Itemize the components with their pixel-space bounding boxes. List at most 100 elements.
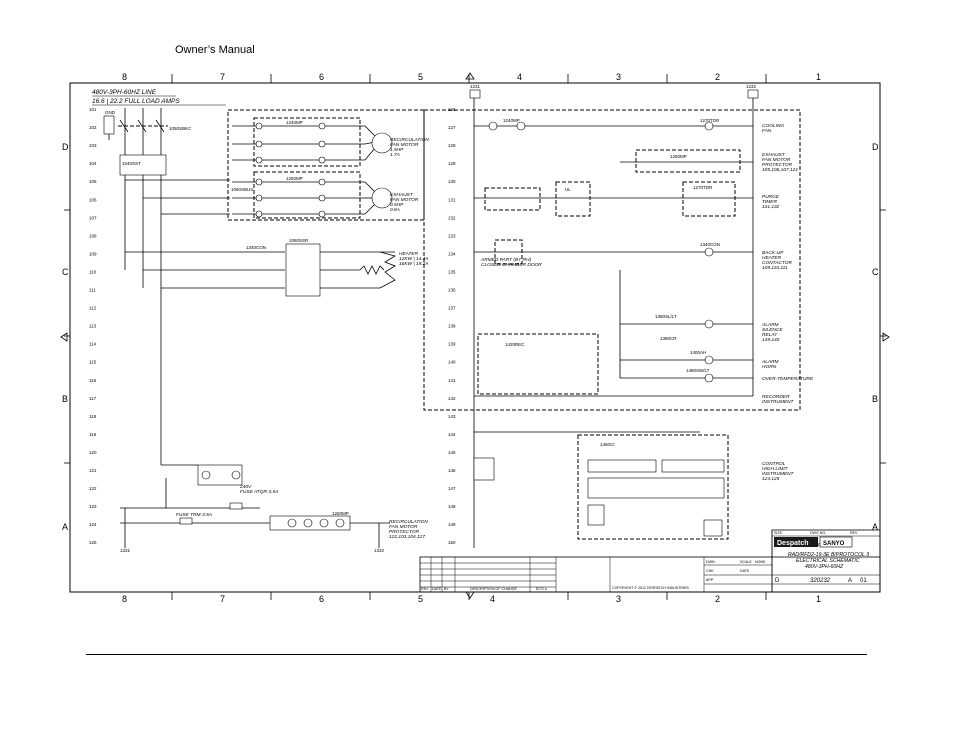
tb-field-chk: CHK xyxy=(706,569,714,573)
page-header-title: Owner’s Manual xyxy=(175,44,255,56)
rung-124: 124 xyxy=(89,522,97,527)
rung-128: 128 xyxy=(448,143,456,148)
recorder-l1: RECORDER xyxy=(762,394,790,400)
tag-h4: 1232 xyxy=(746,84,757,89)
tag-ps1-r: 1240MP xyxy=(503,118,520,123)
rung-145: 145 xyxy=(448,450,456,455)
rung-129: 129 xyxy=(448,161,456,166)
grid-col-7: 7 xyxy=(220,72,225,82)
recirc-motor-l2: FAN MOTOR xyxy=(390,142,419,148)
grid-col-8: 8 xyxy=(122,72,127,82)
rung-147: 147 xyxy=(448,486,456,491)
tb-brand: Despatch xyxy=(777,540,809,547)
tb-col-by: BY xyxy=(444,587,449,591)
tb-title-l3: 480V-3PH-60HZ xyxy=(805,564,844,570)
rung-141: 141 xyxy=(448,378,456,383)
grid-row-a: A xyxy=(62,522,68,532)
over-temp: OVER-TEMPERATURE xyxy=(762,376,814,382)
tag-t2-r: 1340CON xyxy=(700,242,720,247)
tag-t6: 1400AH xyxy=(690,350,706,355)
purge-timer-group xyxy=(682,181,736,217)
alarm-sil-l4: 139,140 xyxy=(762,337,780,343)
rung-107: 107 xyxy=(89,215,97,220)
rung-134: 134 xyxy=(448,251,456,256)
ctrl-l1: CONTROL xyxy=(762,461,786,467)
exhaust-motor-symbol xyxy=(371,187,393,209)
grid-row-c-r: C xyxy=(872,267,879,277)
rung-144: 144 xyxy=(448,432,456,437)
grid-col-2: 2 xyxy=(715,72,720,82)
tag-t4: 1380SL/LT xyxy=(655,314,677,319)
rung-113: 113 xyxy=(89,324,97,329)
grid-row-b: B xyxy=(62,394,68,404)
gnd-label: GND xyxy=(105,110,116,115)
motor-enclosure xyxy=(227,109,425,221)
exh-prot-l1: EXHAUST xyxy=(762,152,786,158)
exhaust-motor-l3: 0.5HP xyxy=(390,202,404,208)
tb-field-dwgno: DWG NO. xyxy=(810,531,826,535)
tag-t1-b: 1270TDR xyxy=(693,185,713,190)
rung-117: 117 xyxy=(89,396,97,401)
tag-t5: 1390CR xyxy=(660,336,677,341)
rung-143: 143 xyxy=(448,414,456,419)
tb-field-scale: SCALE xyxy=(740,560,752,564)
rung-111: 111 xyxy=(89,288,96,293)
backup-l2: HEATER xyxy=(762,255,782,261)
ps3-label: 1260MP xyxy=(332,511,349,516)
rung-105: 105 xyxy=(89,179,97,184)
exh-prot-l4: 105,106,107,121 xyxy=(762,167,798,173)
rung-119: 119 xyxy=(89,432,97,437)
rung-148: 148 xyxy=(448,504,456,509)
tb-size: D xyxy=(775,578,780,584)
grid-row-labels: D C B A D C B A xyxy=(62,142,879,532)
controller-terminals xyxy=(473,457,725,537)
door-switch-group xyxy=(494,239,523,265)
backup-l4: 109,110,111 xyxy=(762,265,788,271)
ps2-label: 1250MP xyxy=(286,176,303,181)
rung-142: 142 xyxy=(448,396,456,401)
k3-label: 1050SBUS xyxy=(231,187,253,192)
exhaust-motor-l2: FAN MOTOR xyxy=(390,197,419,203)
grid-row-d: D xyxy=(62,142,69,152)
backup-l3: CONTACTOR xyxy=(762,260,792,266)
rung-149: 149 xyxy=(448,522,456,527)
ctrl-l3: INSTRUMENT xyxy=(762,471,795,477)
tb-scale-val: NONE xyxy=(755,560,766,564)
tb-sheet: 01 xyxy=(860,578,867,584)
rung-136: 136 xyxy=(448,288,456,293)
exhaust-motor-text: EXHAUST FAN MOTOR 0.5HP 0.8A xyxy=(390,192,419,213)
exh-prot-l2: FAN MOTOR xyxy=(762,157,791,163)
component-tags-right: 1240MP 1270TDR 1250MP UL 1270TDR 1340CON… xyxy=(470,84,757,447)
tb-revision: A xyxy=(848,578,852,584)
tb-brand-2: SANYO xyxy=(823,541,845,547)
rung-133: 133 xyxy=(448,233,456,238)
tb-field-date: DATE xyxy=(740,569,750,573)
grid-col-4-b: 4 xyxy=(490,594,495,604)
rung-135: 135 xyxy=(448,269,456,274)
grid-col-3: 3 xyxy=(616,72,621,82)
tb-field-size: SIZE xyxy=(774,531,783,535)
left-rung-numbers: 1011021031041051061071081091101111121131… xyxy=(89,107,97,545)
grid-column-labels-bottom: 8 7 6 5 4 3 2 1 xyxy=(122,594,821,604)
rung-127: 127 xyxy=(448,125,456,130)
tag-h3: 1231 xyxy=(470,84,481,89)
recorder-group xyxy=(477,333,599,395)
fuse-rating-2: FUSE TRM-3.5A xyxy=(176,512,212,518)
rung-102: 102 xyxy=(89,125,97,130)
h2-label: 1332 xyxy=(374,548,385,553)
exhaust-contactor-group xyxy=(253,171,361,219)
grid-col-2-b: 2 xyxy=(715,594,720,604)
backup-l1: BACK-UP xyxy=(762,250,784,256)
ssr-block xyxy=(285,243,321,297)
ctrl-l2: HIGH LIMIT xyxy=(762,466,789,472)
tag-ps2-r: 1250MP xyxy=(670,154,687,159)
fuse-rating: FUSE ATQR-3.5A xyxy=(240,489,278,495)
recirc-prot-l3: PROTECTOR xyxy=(389,529,420,535)
tb-col-eco: ECO # xyxy=(536,587,547,591)
tb-col-rev: REV xyxy=(421,587,429,591)
motor-contacts xyxy=(232,122,376,218)
rung-106: 106 xyxy=(89,197,97,202)
tag-t9: 1480SW/LT xyxy=(686,368,710,373)
recirc-motor-text: RECIRCULATION FAN MOTOR 1.5HP 1.7A xyxy=(390,137,429,158)
